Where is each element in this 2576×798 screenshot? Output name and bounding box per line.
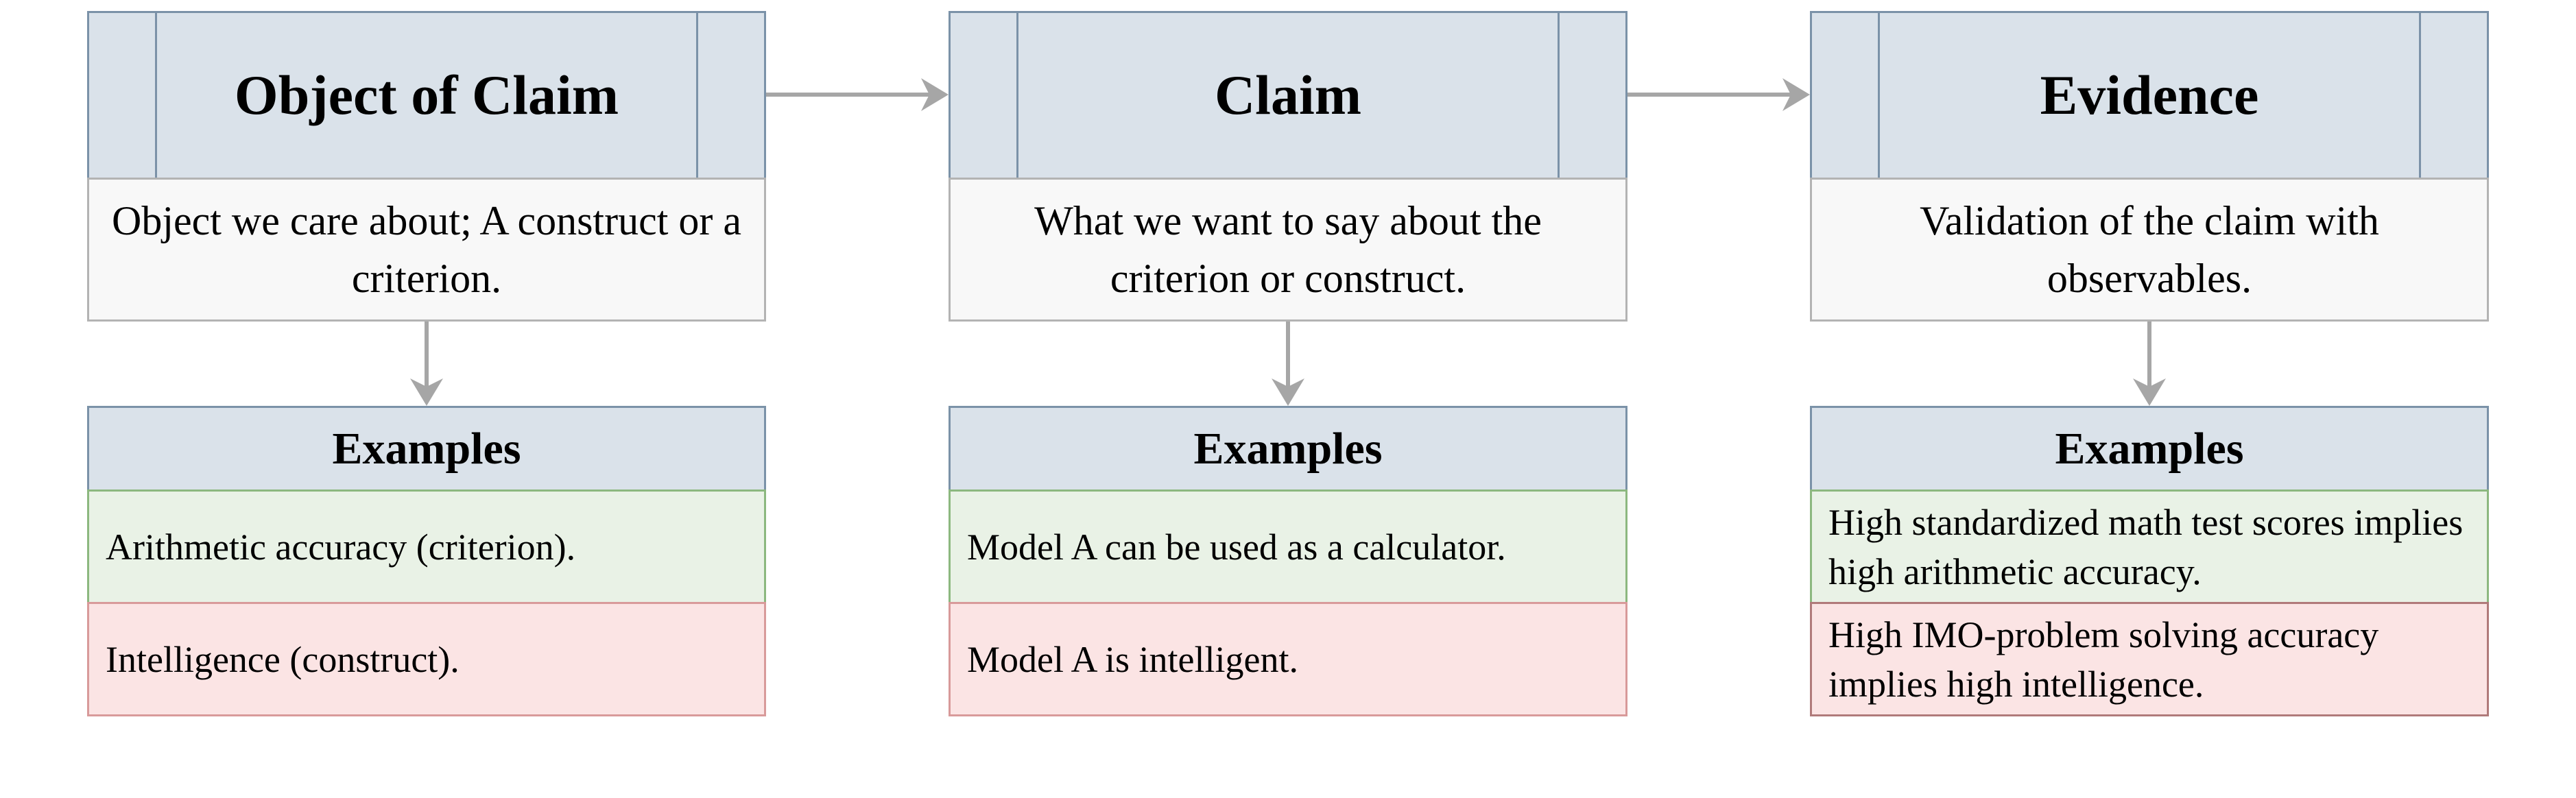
object-of-claim-title: Object of Claim — [234, 64, 619, 126]
negative-example-text: Model A is intelligent. — [967, 638, 1298, 680]
header-right-divider — [1558, 13, 1560, 178]
column-evidence: Evidence Validation of the claim with ob… — [1810, 0, 2489, 798]
object-of-claim-description-box: Object we care about; A construct or a c… — [87, 178, 766, 322]
header-left-divider — [1016, 13, 1018, 178]
evidence-negative-example: High IMO-problem solving accuracy implie… — [1810, 602, 2489, 716]
examples-label: Examples — [332, 423, 521, 474]
header-left-divider — [1878, 13, 1880, 178]
negative-example-text: Intelligence (construct). — [106, 638, 460, 680]
claim-negative-example: Model A is intelligent. — [949, 602, 1627, 716]
arrow-claim-to-evidence-head — [1782, 78, 1810, 111]
claim-examples-header: Examples — [949, 406, 1627, 492]
object-of-claim-header: Object of Claim — [87, 11, 766, 180]
object-of-claim-negative-example: Intelligence (construct). — [87, 602, 766, 716]
column-object-of-claim: Object of Claim Object we care about; A … — [87, 0, 766, 798]
claim-description-box: What we want to say about the criterion … — [949, 178, 1627, 322]
claim-description: What we want to say about the criterion … — [1034, 198, 1542, 301]
negative-example-text: High IMO-problem solving accuracy implie… — [1828, 614, 2379, 705]
claim-title: Claim — [1214, 64, 1362, 126]
header-right-divider — [696, 13, 698, 178]
evidence-description: Validation of the claim with observables… — [1920, 198, 2379, 301]
examples-label: Examples — [1193, 423, 1383, 474]
column-claim: Claim What we want to say about the crit… — [949, 0, 1627, 798]
arrow-object-to-claim-head — [921, 78, 949, 111]
positive-example-text: Arithmetic accuracy (criterion). — [106, 526, 576, 568]
claim-header: Claim — [949, 11, 1627, 180]
positive-example-text: High standardized math test scores impli… — [1828, 501, 2464, 592]
header-left-divider — [155, 13, 157, 178]
evidence-description-box: Validation of the claim with observables… — [1810, 178, 2489, 322]
examples-label: Examples — [2055, 423, 2244, 474]
evidence-positive-example: High standardized math test scores impli… — [1810, 489, 2489, 604]
object-of-claim-examples-header: Examples — [87, 406, 766, 492]
header-right-divider — [2419, 13, 2421, 178]
object-of-claim-description: Object we care about; A construct or a c… — [112, 198, 741, 301]
claim-positive-example: Model A can be used as a calculator. — [949, 489, 1627, 604]
evidence-title: Evidence — [2040, 64, 2259, 126]
object-of-claim-positive-example: Arithmetic accuracy (criterion). — [87, 489, 766, 604]
evidence-examples-header: Examples — [1810, 406, 2489, 492]
evidence-header: Evidence — [1810, 11, 2489, 180]
positive-example-text: Model A can be used as a calculator. — [967, 526, 1506, 568]
